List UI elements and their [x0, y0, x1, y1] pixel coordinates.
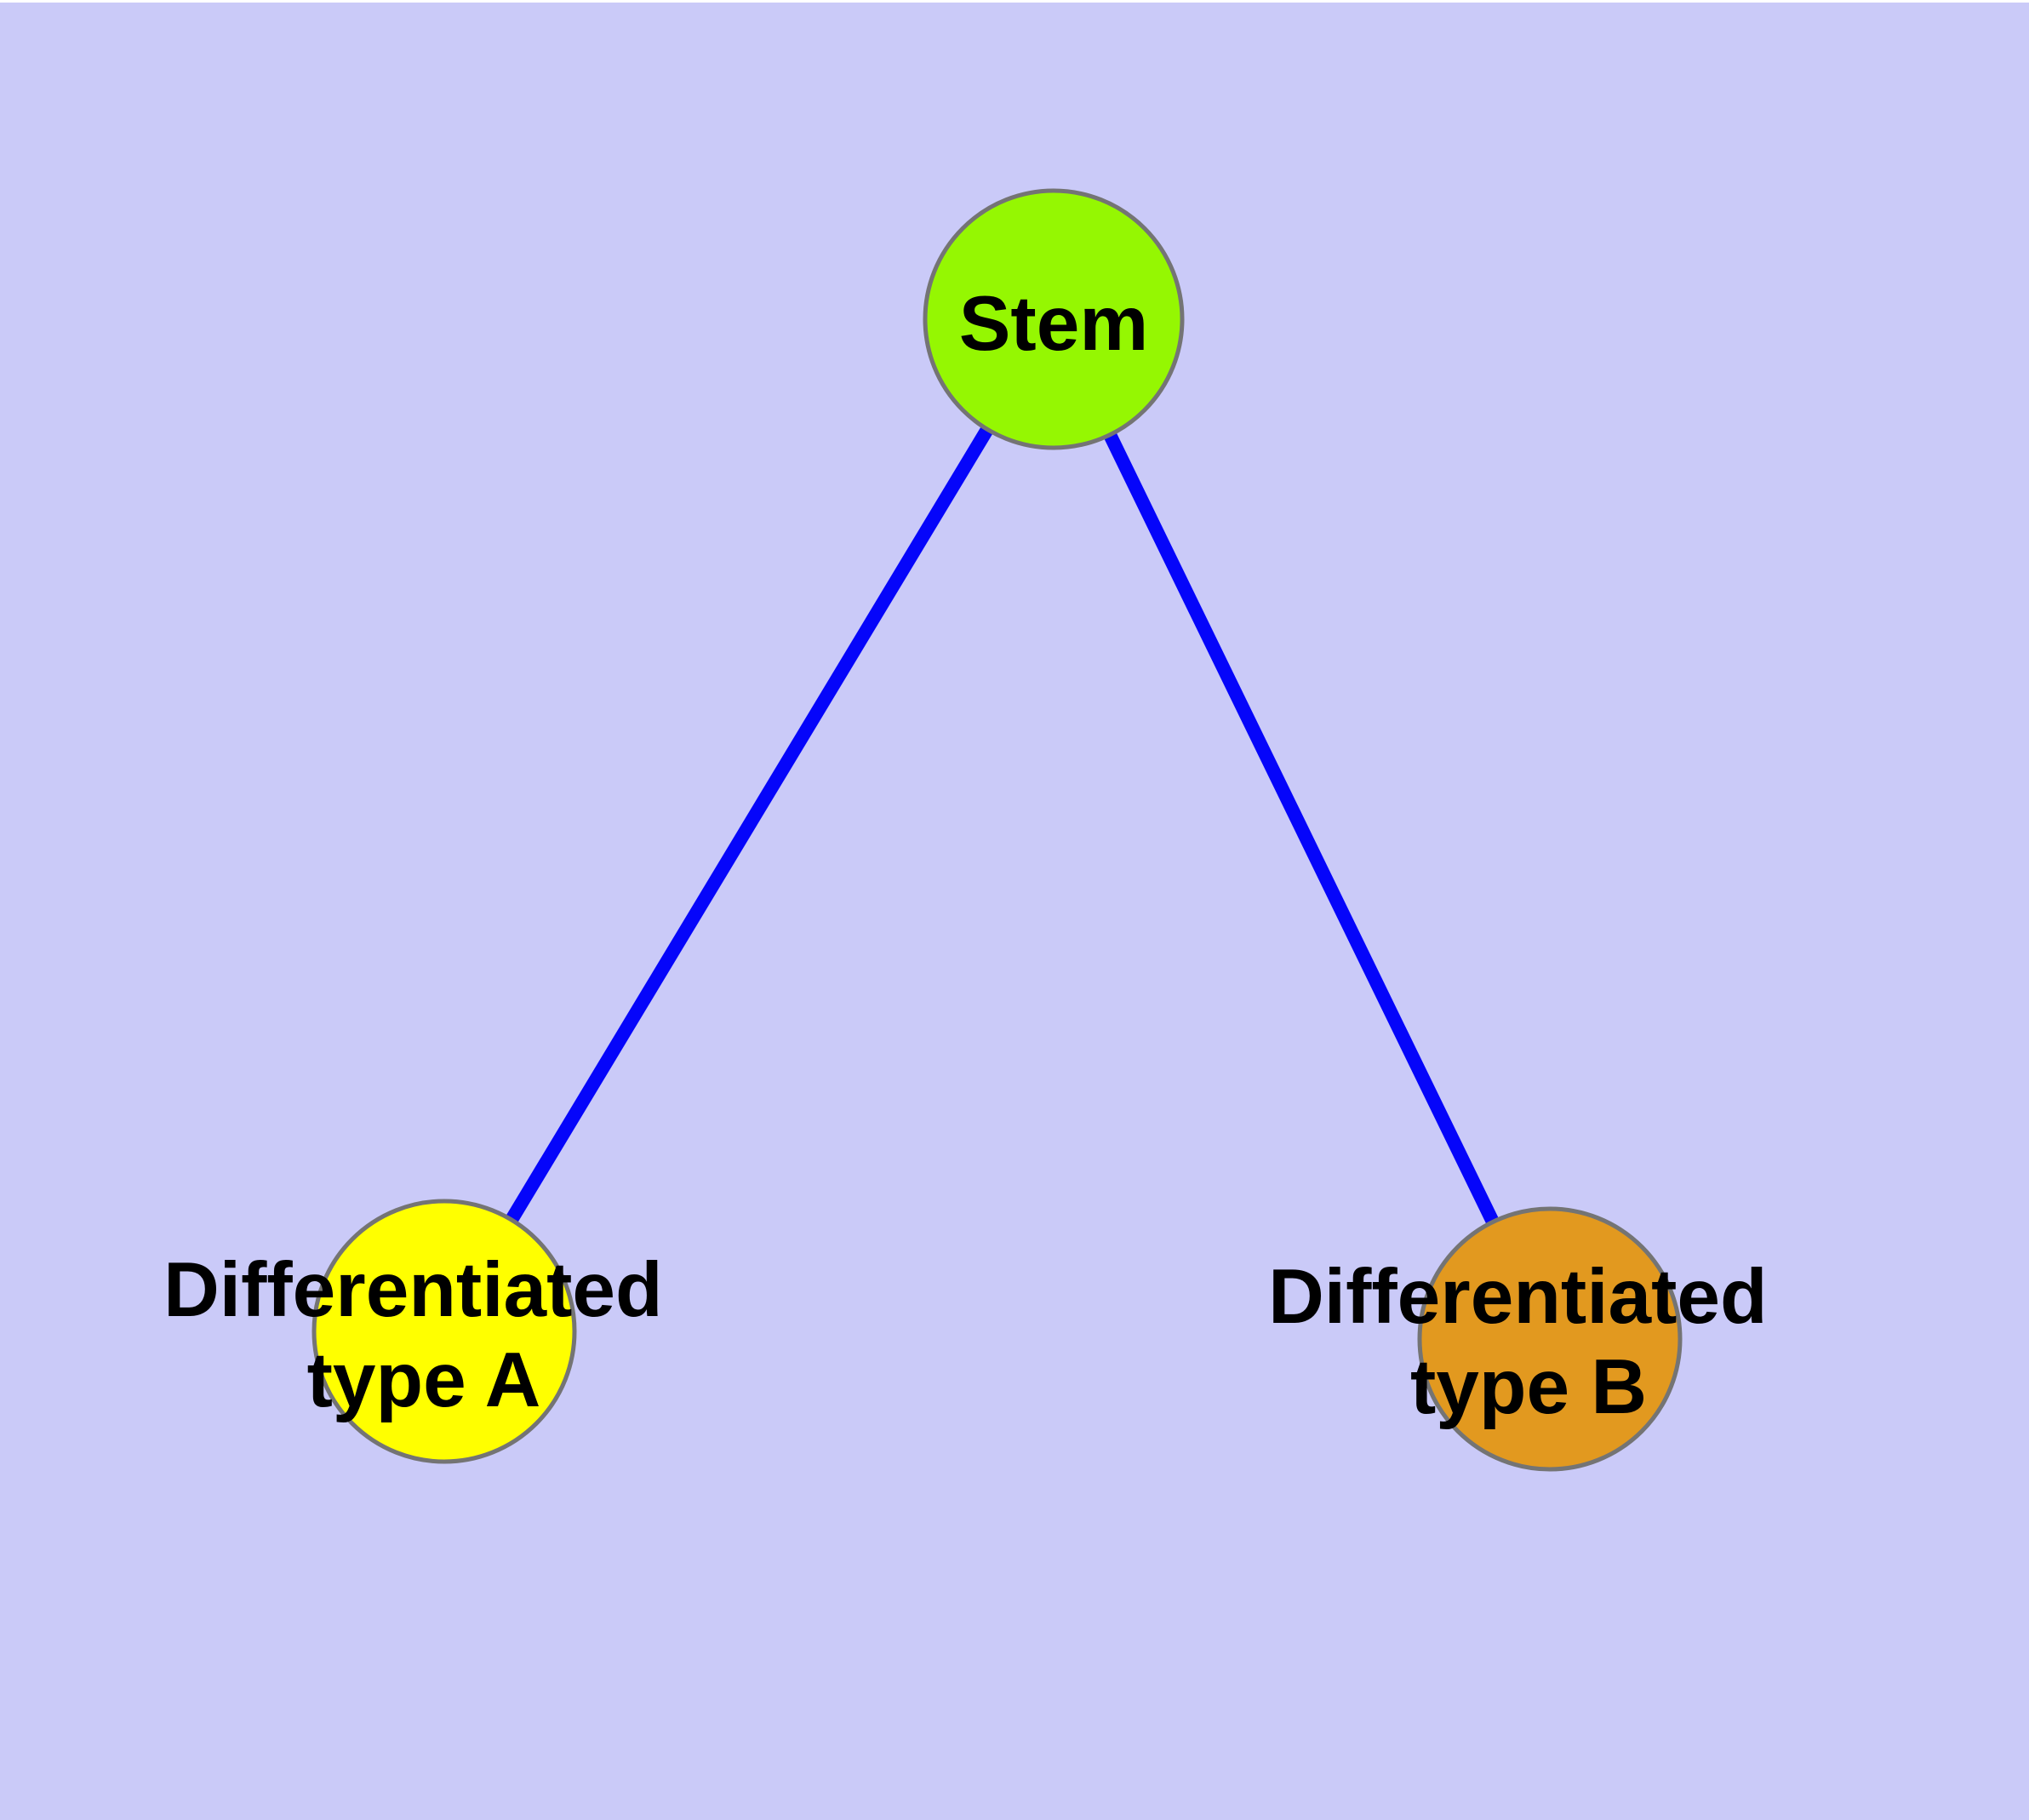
- node-type-b-label-line1: Differentiated: [1268, 1254, 1768, 1340]
- node-differentiated-type-a[interactable]: Differentiated type A: [163, 1199, 684, 1464]
- node-type-a-label-line2: type A: [307, 1337, 541, 1423]
- node-stem-label: Stem: [959, 281, 1149, 367]
- node-stem[interactable]: Stem: [923, 188, 1185, 450]
- edges: [438, 315, 1557, 1342]
- node-type-a-circle[interactable]: [311, 1199, 577, 1464]
- node-type-a-label-line1: Differentiated: [163, 1247, 663, 1333]
- node-stem-circle[interactable]: [923, 188, 1185, 450]
- window-top-edge: [0, 0, 2029, 3]
- node-type-b-circle[interactable]: [1417, 1206, 1683, 1472]
- edge-stem-to-type-a: [438, 315, 1060, 1336]
- edge-stem-to-type-b: [1047, 316, 1557, 1342]
- node-differentiated-type-b[interactable]: Differentiated type B: [1268, 1206, 1789, 1472]
- node-type-b-label: Differentiated type B: [1268, 1254, 1789, 1430]
- node-type-a-label: Differentiated type A: [163, 1247, 684, 1423]
- node-type-b-label-line2: type B: [1410, 1344, 1647, 1430]
